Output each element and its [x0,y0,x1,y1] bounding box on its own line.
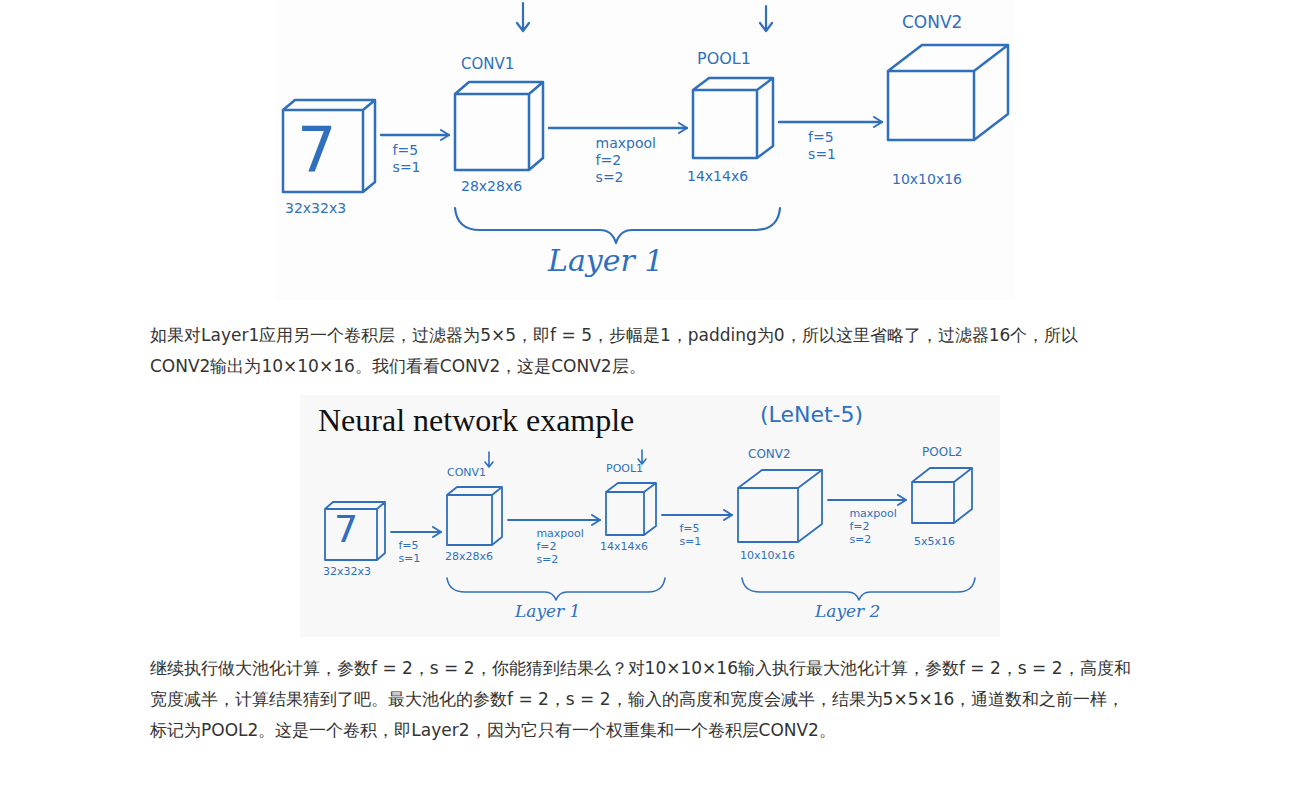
dimension-label: 10x10x16 [740,550,795,563]
volume-stroke [888,45,1008,140]
feature-volume: 732x32x3 [283,100,375,192]
edge-label: maxpool f=2 s=2 [536,527,591,567]
edge-label: maxpool f=2 s=2 [849,507,904,547]
pointer-arrow [760,6,772,31]
digit-glyph: 7 [334,508,358,552]
feature-volume: POOL114x14x6 [693,78,773,158]
layer-brace [742,578,975,600]
volume-stroke [693,78,773,158]
dimension-label: 14x14x6 [600,541,648,554]
dimension-label: 28x28x6 [461,178,522,194]
image-ground [300,395,1000,637]
flow-arrow [549,127,687,129]
dimension-label: 28x28x6 [445,551,493,564]
volume-stroke [912,468,972,523]
feature-volume: CONV128x28x6 [447,487,502,545]
image-ground [275,0,1015,300]
flow-arrow [662,514,732,516]
volume-stroke [325,502,385,560]
flow-arrow [381,134,449,136]
volume-stroke [447,487,502,545]
volume-stroke [283,100,375,192]
body-paragraph: 如果对Layer1应用另一个卷积层，过滤器为5×5，即f = 5，步幅是1，pa… [150,320,1135,382]
layer-brace [455,208,780,243]
layer-label: Layer 2 [815,602,880,622]
volume-outline [738,470,822,542]
volume-outline [455,82,543,170]
edge-label: f=5 s=1 [393,142,463,176]
flow-arrow [508,519,600,521]
layer-name: CONV1 [461,56,514,73]
layer-label: Layer 1 [548,244,663,279]
edge-label: maxpool f=2 s=2 [596,135,666,185]
layer-brace [447,578,665,600]
layer-name: POOL2 [922,446,962,460]
layer-name: CONV1 [447,467,486,480]
dimension-label: 14x14x6 [687,168,748,184]
digit-glyph: 7 [297,114,336,185]
volume-outline [447,487,502,545]
layer-name: CONV2 [748,448,791,462]
edge-label: f=5 s=1 [679,522,734,548]
dimension-label: 32x32x3 [285,200,346,216]
edge-label: f=5 s=1 [398,539,453,565]
pointer-arrow [638,450,646,464]
figure-title: Neural network example [318,402,634,439]
dimension-label: 10x10x16 [892,171,962,187]
layer-name: CONV2 [902,13,962,33]
pointer-arrow [485,452,493,467]
flow-arrow [391,531,441,533]
volume-stroke [455,82,543,170]
body-paragraph: 继续执行做大池化计算，参数f = 2，s = 2，你能猜到结果么？对10×10×… [150,653,1135,746]
flow-arrow [828,499,906,501]
volume-outline [693,78,773,158]
layer-name: POOL1 [697,50,751,68]
layer-name: POOL1 [606,463,643,476]
volume-stroke [738,470,822,542]
feature-volume: POOL114x14x6 [606,483,656,535]
feature-volume: CONV210x10x16 [888,45,1008,140]
edge-label: f=5 s=1 [808,129,878,163]
dimension-label: 32x32x3 [323,566,371,579]
feature-volume: POOL25x5x16 [912,468,972,523]
pointer-arrow [517,3,529,31]
dimension-label: 5x5x16 [914,536,955,549]
figure-subtitle: (LeNet-5) [760,402,863,427]
volume-outline [912,468,972,523]
volume-stroke [606,483,656,535]
layer-label: Layer 1 [515,602,580,622]
feature-volume: CONV210x10x16 [738,470,822,542]
feature-volume: CONV128x28x6 [455,82,543,170]
feature-volume: 732x32x3 [325,502,385,560]
volume-outline [888,45,1008,140]
flow-arrow [779,121,882,123]
volume-outline [606,483,656,535]
